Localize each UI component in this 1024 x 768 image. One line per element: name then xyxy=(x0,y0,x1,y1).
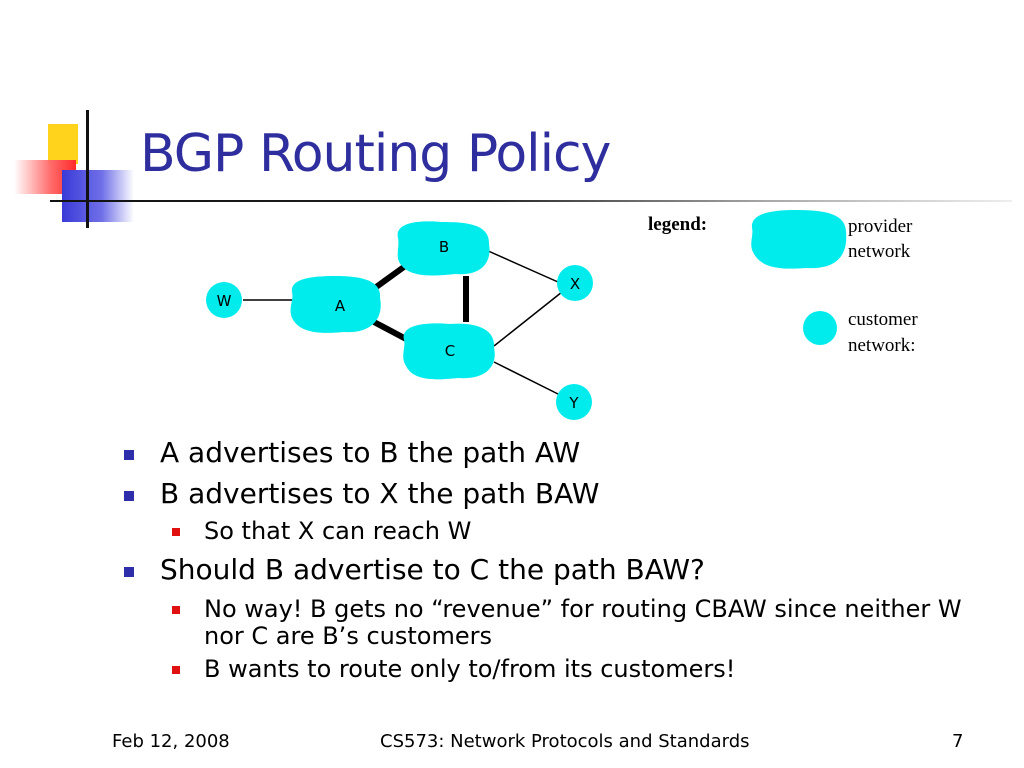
legend-customer-label-line2: network: xyxy=(848,335,916,356)
sub-bullet-marker-icon xyxy=(172,666,180,674)
bullet-text: B advertises to X the path BAW xyxy=(160,477,600,510)
legend-customer-label-line1: customer xyxy=(848,309,918,330)
link-c-y xyxy=(493,361,563,397)
link-a-b xyxy=(370,261,410,293)
footer-page-number: 7 xyxy=(952,731,964,752)
bullet-marker-icon xyxy=(124,567,134,577)
legend-customer-swatch xyxy=(803,311,837,345)
customer-network-x xyxy=(557,265,593,301)
node-label-w: W xyxy=(217,292,232,310)
legend-provider-swatch xyxy=(751,210,847,269)
provider-network-c xyxy=(403,323,495,380)
node-label-y: Y xyxy=(568,394,579,412)
node-label-b: B xyxy=(439,238,449,256)
provider-network-a xyxy=(290,276,381,333)
title-ornament-blue xyxy=(62,170,134,222)
customer-network-w xyxy=(206,282,242,318)
footer-course: CS573: Network Protocols and Standards xyxy=(380,731,750,752)
node-label-c: C xyxy=(445,342,455,360)
sub-bullet-text: B wants to route only to/from its custom… xyxy=(204,655,736,683)
title-ornament-vertical-line xyxy=(86,110,89,228)
node-label-a: A xyxy=(335,297,346,315)
provider-network-b xyxy=(397,221,490,276)
bullet-text: Should B advertise to C the path BAW? xyxy=(160,553,705,586)
customer-network-y xyxy=(556,384,592,420)
slide-title: BGP Routing Policy xyxy=(140,124,611,184)
legend-provider-label-line2: network xyxy=(848,241,911,262)
bullet-marker-icon xyxy=(124,450,134,460)
bullet-marker-icon xyxy=(124,491,134,501)
link-a-c xyxy=(372,319,410,343)
sub-bullet-text: No way! B gets no “revenue” for routing … xyxy=(204,595,962,650)
sub-bullet-marker-icon xyxy=(172,606,180,614)
link-b-x xyxy=(485,249,559,283)
legend-title: legend: xyxy=(648,214,707,235)
sub-bullet-marker-icon xyxy=(172,528,180,536)
link-c-x xyxy=(493,291,563,347)
node-label-x: X xyxy=(570,275,580,293)
title-ornament-yellow xyxy=(48,124,78,164)
title-underline xyxy=(50,200,1012,202)
legend-provider-label-line1: provider xyxy=(848,216,913,237)
sub-bullet-text: So that X can reach W xyxy=(204,517,472,545)
bullet-text: A advertises to B the path AW xyxy=(160,436,581,469)
footer-date: Feb 12, 2008 xyxy=(112,731,230,752)
